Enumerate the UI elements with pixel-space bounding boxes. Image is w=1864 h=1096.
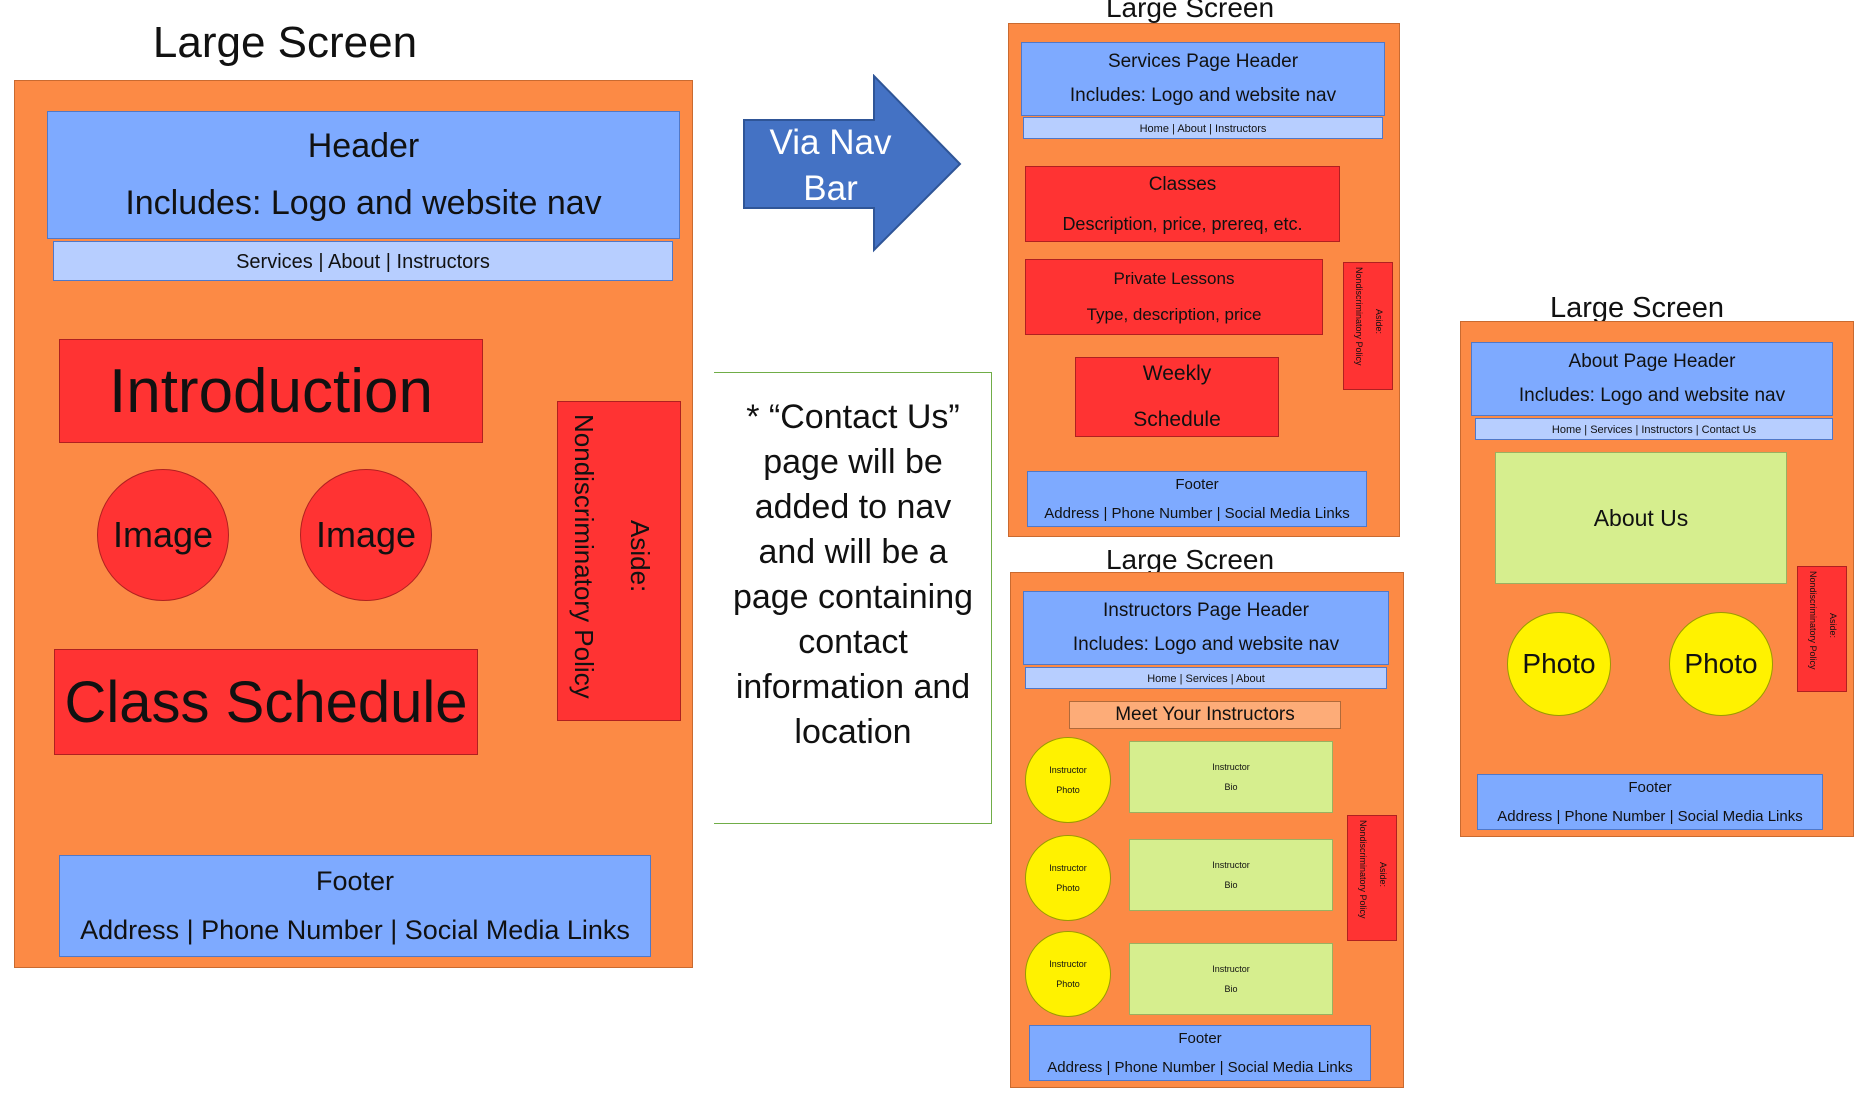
home-wireframe-title: Large Screen	[152, 18, 418, 67]
arrow-label-line-2: Bar	[803, 169, 858, 208]
about-photo-2-label: Photo	[1684, 648, 1758, 679]
services-lessons-title: Private Lessons	[1113, 269, 1235, 288]
home-wireframe: Header Includes: Logo and website nav Se…	[14, 80, 693, 968]
instructors-aside-title: Aside:	[1378, 862, 1388, 888]
home-header-subtitle: Includes: Logo and website nav	[125, 184, 602, 222]
home-footer: Footer Address | Phone Number | Social M…	[59, 855, 651, 957]
instructor-photo-line-2: Photo	[1056, 883, 1080, 893]
instructor-bio-line-2: Bio	[1224, 880, 1238, 890]
services-classes-subtitle: Description, price, prereq, etc.	[1062, 213, 1303, 234]
instructor-bio-line-1: Instructor	[1212, 964, 1250, 974]
about-header-subtitle: Includes: Logo and website nav	[1518, 385, 1786, 406]
instructors-aside-body: Nondiscriminatory Policy	[1358, 820, 1368, 919]
home-class-schedule: Class Schedule	[54, 649, 478, 755]
home-footer-title: Footer	[315, 866, 395, 896]
about-footer-links: Address | Phone Number | Social Media Li…	[1497, 808, 1803, 825]
instructor-bio-line-2: Bio	[1224, 984, 1238, 994]
instructors-header-title: Instructors Page Header	[1103, 600, 1309, 621]
instructor-photo-line-2: Photo	[1056, 979, 1080, 989]
home-footer-links: Address | Phone Number | Social Media Li…	[80, 915, 630, 945]
note-line: page containing	[732, 578, 974, 616]
services-header-title: Services Page Header	[1107, 51, 1299, 72]
about-wireframe-title: Large Screen	[1549, 292, 1725, 324]
home-image-2: Image	[300, 469, 432, 601]
instructor-photo-line-1: Instructor	[1049, 863, 1087, 873]
services-private-lessons: Private Lessons Type, description, price	[1025, 259, 1323, 335]
via-nav-bar-arrow	[743, 74, 962, 253]
home-nav: Services | About | Instructors	[53, 241, 673, 281]
instructor-bio-line-1: Instructor	[1212, 762, 1250, 772]
instructor-bio-line-2: Bio	[1224, 782, 1238, 792]
home-image-1: Image	[97, 469, 229, 601]
about-header: About Page Header Includes: Logo and web…	[1471, 342, 1833, 416]
services-nav: Home | About | Instructors	[1023, 117, 1383, 139]
instructors-aside: Aside: Nondiscriminatory Policy	[1347, 815, 1397, 941]
services-wireframe-title: Large Screen	[1105, 0, 1275, 23]
about-footer: Footer Address | Phone Number | Social M…	[1477, 774, 1823, 830]
about-photo-2: Photo	[1669, 612, 1773, 716]
about-nav: Home | Services | Instructors | Contact …	[1475, 418, 1833, 440]
services-weekly-line-1: Weekly	[1142, 362, 1212, 385]
contact-us-note: * “Contact Us” page will be added to nav…	[714, 372, 992, 824]
note-line: location	[794, 713, 912, 751]
home-header-title: Header	[307, 127, 420, 165]
note-line: * “Contact Us”	[746, 398, 960, 436]
about-header-title: About Page Header	[1568, 351, 1736, 372]
instructors-wireframe: Instructors Page Header Includes: Logo a…	[1010, 572, 1404, 1088]
services-header-subtitle: Includes: Logo and website nav	[1069, 85, 1337, 106]
instructors-footer-title: Footer	[1178, 1030, 1222, 1047]
home-header: Header Includes: Logo and website nav	[47, 111, 680, 239]
about-wireframe: About Page Header Includes: Logo and web…	[1460, 321, 1854, 837]
about-photo-1: Photo	[1507, 612, 1611, 716]
services-weekly-schedule: Weekly Schedule	[1075, 357, 1279, 437]
services-footer-links: Address | Phone Number | Social Media Li…	[1044, 505, 1350, 522]
instructors-wireframe-title: Large Screen	[1105, 544, 1275, 575]
services-aside-body: Nondiscriminatory Policy	[1354, 267, 1364, 366]
note-line: and will be a	[758, 533, 948, 571]
about-footer-title: Footer	[1628, 779, 1672, 796]
instructor-photo-line-1: Instructor	[1049, 959, 1087, 969]
about-aside-title: Aside:	[1828, 613, 1838, 639]
about-us-block: About Us	[1495, 452, 1787, 584]
instructors-footer: Footer Address | Phone Number | Social M…	[1029, 1025, 1371, 1081]
note-text: * “Contact Us” page will be added to nav…	[714, 395, 992, 755]
home-aside-title: Aside:	[625, 520, 655, 593]
services-aside-title: Aside:	[1374, 309, 1384, 335]
about-aside-body: Nondiscriminatory Policy	[1808, 571, 1818, 670]
note-line: contact	[798, 623, 908, 661]
instructor-photo-line-2: Photo	[1056, 785, 1080, 795]
instructors-footer-links: Address | Phone Number | Social Media Li…	[1047, 1059, 1353, 1076]
note-line: added to nav	[754, 488, 952, 526]
services-header: Services Page Header Includes: Logo and …	[1021, 42, 1385, 116]
instructors-header: Instructors Page Header Includes: Logo a…	[1023, 591, 1389, 665]
instructor-bio-line-1: Instructor	[1212, 860, 1250, 870]
services-classes: Classes Description, price, prereq, etc.	[1025, 166, 1340, 242]
about-photo-1-label: Photo	[1522, 648, 1596, 679]
services-weekly-line-2: Schedule	[1133, 408, 1221, 431]
arrow-label: Via Nav Bar	[748, 120, 913, 212]
instructors-header-subtitle: Includes: Logo and website nav	[1072, 634, 1340, 655]
note-line: information and	[735, 668, 971, 706]
instructors-meet-heading: Meet Your Instructors	[1069, 701, 1341, 729]
home-introduction: Introduction	[59, 339, 483, 443]
instructor-photo-line-1: Instructor	[1049, 765, 1087, 775]
services-aside: Aside: Nondiscriminatory Policy	[1343, 262, 1393, 390]
arrow-label-line-1: Via Nav	[769, 123, 892, 162]
services-classes-title: Classes	[1148, 173, 1217, 195]
services-footer-title: Footer	[1175, 476, 1219, 493]
services-wireframe: Services Page Header Includes: Logo and …	[1008, 23, 1400, 537]
about-aside: Aside: Nondiscriminatory Policy	[1797, 566, 1847, 692]
home-aside: Aside: Nondiscriminatory Policy	[557, 401, 681, 721]
services-lessons-subtitle: Type, description, price	[1086, 305, 1262, 324]
instructors-nav: Home | Services | About	[1025, 667, 1387, 689]
home-aside-body: Nondiscriminatory Policy	[569, 414, 599, 699]
services-footer: Footer Address | Phone Number | Social M…	[1027, 471, 1367, 527]
note-line: page will be	[763, 443, 943, 481]
